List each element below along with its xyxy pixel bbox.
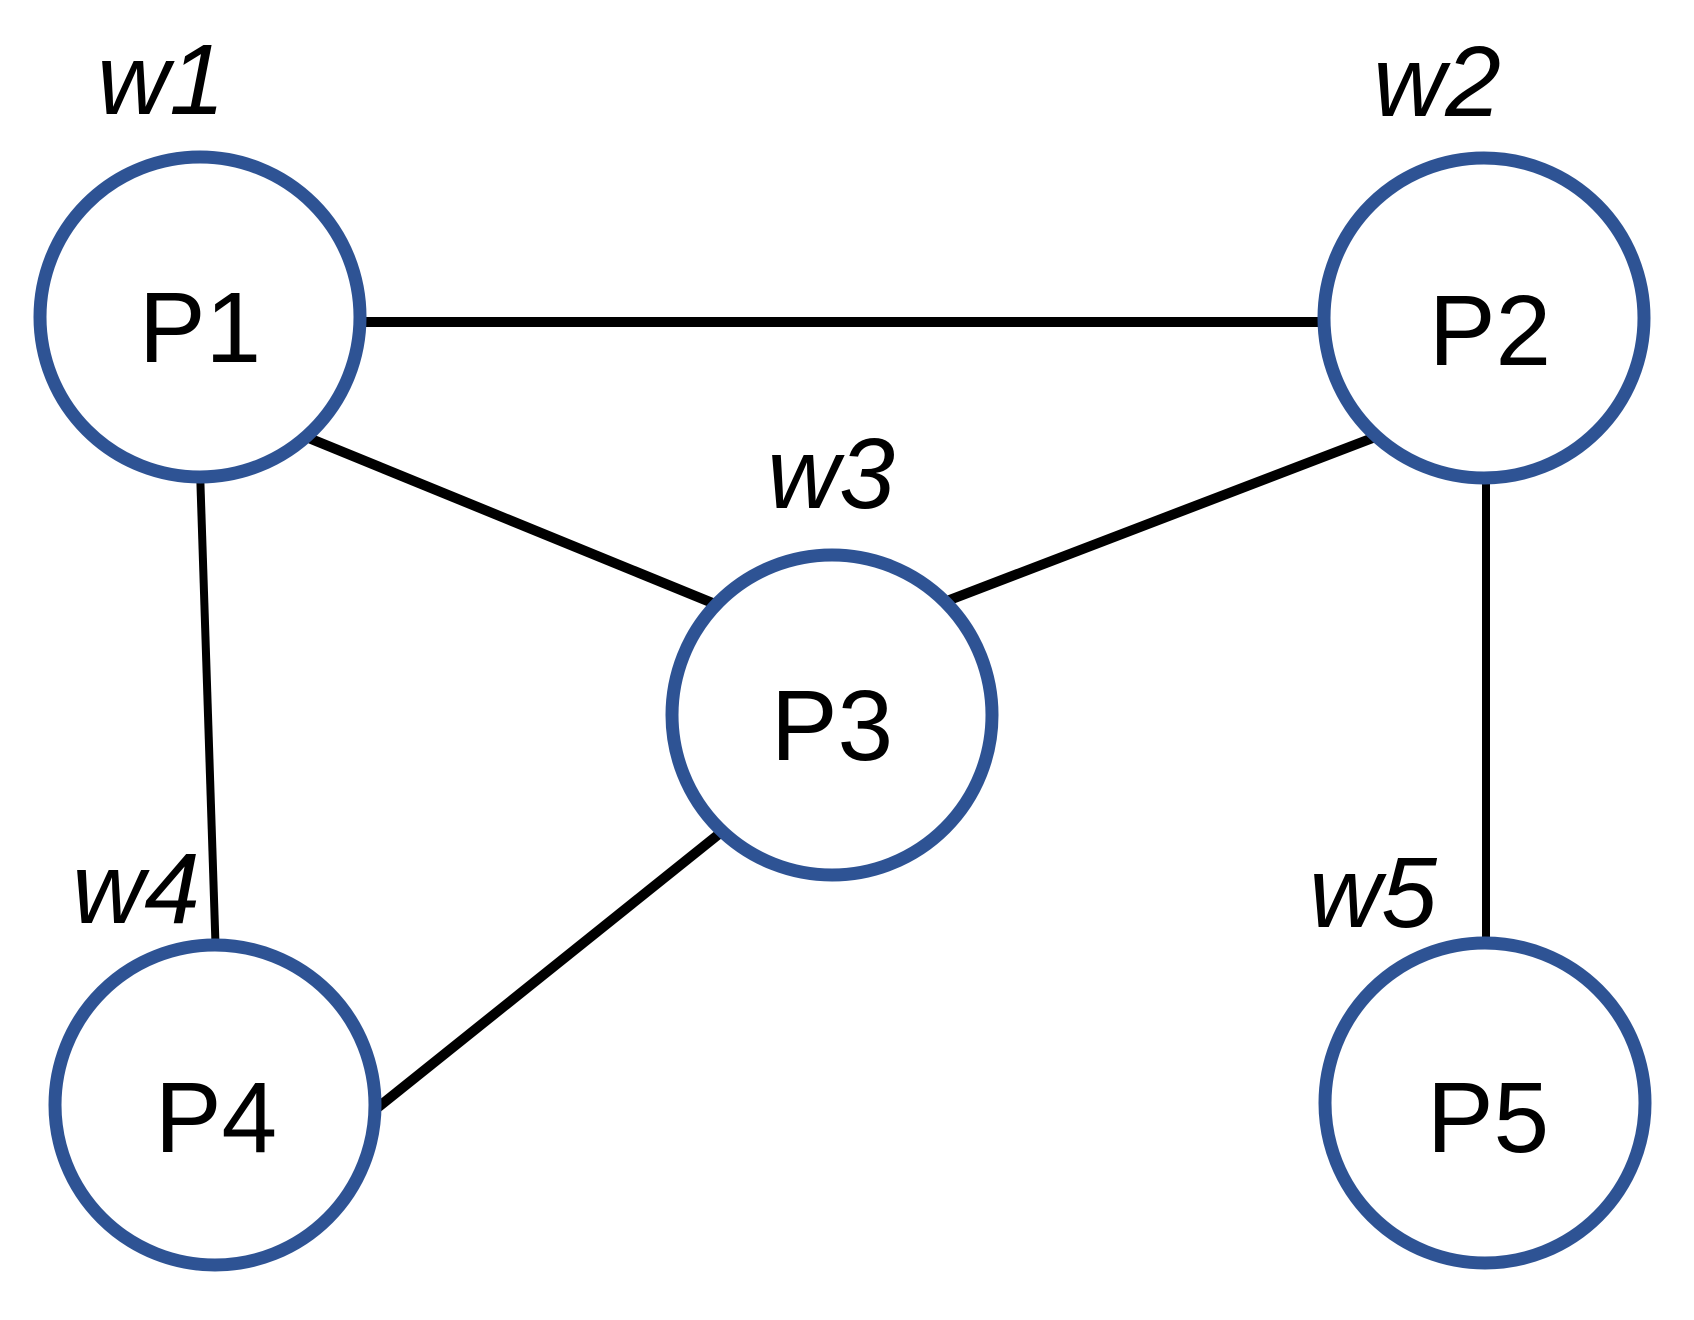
node-p5-circle: [1318, 936, 1652, 1270]
weight-label-w1: w1: [97, 24, 225, 136]
edge-p2-p3: [924, 426, 1393, 614]
edge-p1-p3: [292, 427, 739, 618]
node-p1-circle: [33, 150, 367, 484]
node-p2: P2: [1317, 151, 1651, 485]
weight-label-w5: w5: [1309, 837, 1437, 949]
node-p2-circle: [1317, 151, 1651, 485]
node-p5: P5: [1318, 936, 1652, 1270]
weight-label-w2: w2: [1373, 26, 1501, 138]
node-p4: P4: [48, 938, 382, 1272]
node-p2-label: P2: [1429, 275, 1551, 387]
node-p3-circle: [665, 548, 999, 882]
node-p5-label: P5: [1427, 1062, 1549, 1174]
weight-label-w3: w3: [767, 418, 895, 530]
node-p1: P1: [33, 150, 367, 484]
node-p3-label: P3: [771, 670, 893, 782]
node-p4-circle: [48, 938, 382, 1272]
weight-label-w4: w4: [72, 833, 200, 945]
edge-p1-p4: [196, 469, 220, 961]
node-p4-label: P4: [155, 1062, 277, 1174]
edge-p3-p4: [357, 818, 738, 1125]
node-p3: P3: [665, 548, 999, 882]
node-p1-label: P1: [139, 272, 261, 384]
